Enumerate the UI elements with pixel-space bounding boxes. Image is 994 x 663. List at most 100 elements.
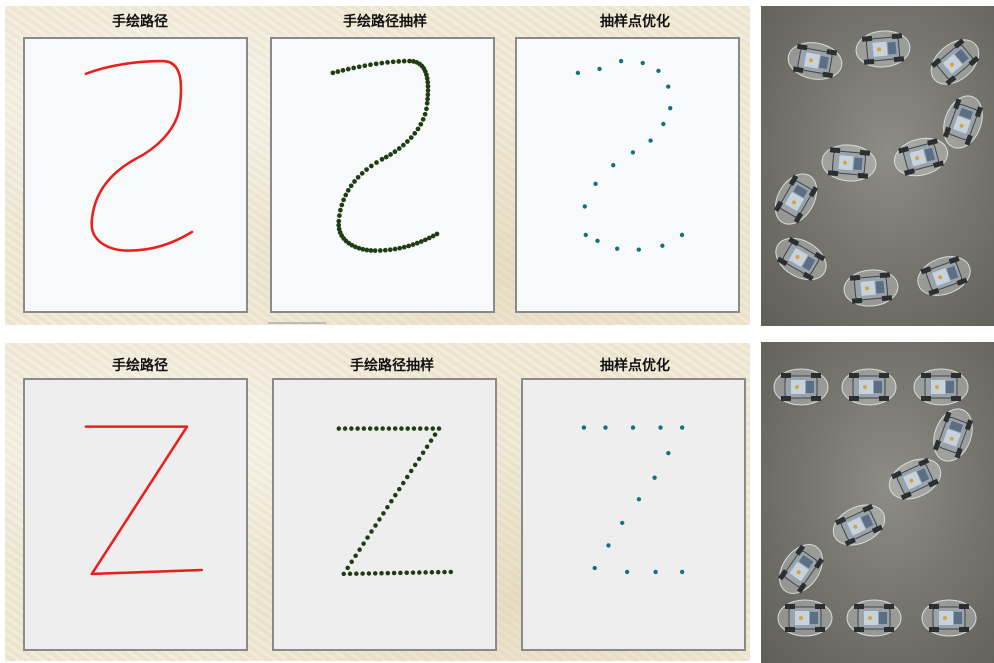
robots-s-formation	[761, 6, 994, 326]
s-optimized-point	[583, 204, 587, 208]
z-sample-point	[380, 426, 385, 431]
z-optimized-point	[680, 570, 684, 574]
bottom-hand-drawn-panel	[23, 378, 248, 651]
s-sample-point	[343, 193, 348, 198]
z-optimized-point	[582, 425, 586, 429]
s-optimized-point	[666, 84, 670, 88]
robot-icon	[855, 29, 912, 70]
s-sample-point	[337, 213, 342, 218]
z-sample-point	[387, 426, 392, 431]
top-robots-photo	[761, 6, 994, 326]
s-sample-point	[388, 247, 393, 252]
s-optimized-point	[593, 182, 597, 186]
s-sample-point	[383, 248, 388, 253]
z-optimized-point	[658, 425, 662, 429]
s-sample-point	[416, 127, 421, 132]
s-optimized-point	[615, 247, 619, 251]
s-sample-point	[380, 157, 385, 162]
z-sample-point	[401, 481, 406, 486]
s-sample-point	[402, 59, 407, 64]
top-optimized-panel	[515, 37, 740, 313]
z-optimized-point	[606, 543, 610, 547]
s-sample-point	[369, 164, 374, 169]
s-sample-point	[341, 198, 346, 203]
z-sample-point	[412, 426, 417, 431]
z-sample-point	[399, 426, 404, 431]
z-sample-point	[417, 457, 422, 462]
s-sample-point	[341, 68, 346, 73]
z-sample-point	[405, 426, 410, 431]
bottom-robots-photo	[761, 342, 994, 663]
z-sample-point	[392, 571, 397, 576]
robot-icon	[774, 369, 828, 405]
z-sample-point	[367, 571, 372, 576]
z-sample-point	[361, 541, 366, 546]
s-sample-point	[368, 62, 373, 67]
robot-icon	[821, 143, 878, 184]
robot-icon	[914, 369, 968, 405]
z-sample-point	[393, 493, 398, 498]
caption-remnant	[268, 322, 326, 324]
robot-icon	[923, 31, 988, 93]
z-optimized-point	[666, 451, 670, 455]
s-sample-point	[425, 101, 430, 106]
robot-icon	[847, 600, 901, 636]
z-sample-point	[368, 426, 373, 431]
s-optimized-point	[660, 244, 664, 248]
z-sample-point	[354, 571, 359, 576]
top-title-hand-drawn: 手绘路径	[30, 11, 250, 31]
robot-icon	[778, 600, 832, 636]
s-sample-point	[335, 69, 340, 74]
s-sample-point	[424, 107, 429, 112]
s-sample-point	[336, 219, 341, 224]
robot-icon	[767, 167, 825, 232]
s-optimized-point	[595, 239, 599, 243]
bottom-title-sampling: 手绘路径抽样	[282, 355, 502, 375]
robot-icon	[769, 230, 834, 288]
s-sample-point	[364, 167, 369, 172]
z-sample-point	[413, 463, 418, 468]
z-sample-point	[386, 571, 391, 576]
s-sample-point	[421, 117, 426, 122]
s-sample-point	[352, 179, 357, 184]
s-sample-point	[423, 112, 428, 117]
z-optimized-point	[680, 425, 684, 429]
s-optimized-point	[597, 67, 601, 71]
s-sample-point	[396, 59, 401, 64]
z-optimized-point	[593, 566, 597, 570]
z-hand-drawn-path	[86, 427, 202, 574]
s-sample-point	[409, 135, 414, 140]
bottom-sampling-panel	[272, 378, 497, 651]
z-sample-point	[397, 487, 402, 492]
s-optimized-point	[656, 69, 660, 73]
s-optimized-point	[619, 59, 623, 63]
z-sample-point	[355, 426, 360, 431]
s-sample-point	[418, 122, 423, 127]
s-sample-point	[391, 59, 396, 64]
z-sample-point	[393, 426, 398, 431]
s-sample-point	[397, 146, 402, 151]
s-sample-point	[357, 64, 362, 69]
s-sample-point	[419, 239, 424, 244]
s-sample-point	[331, 70, 336, 75]
z-sample-point	[430, 426, 435, 431]
s-sample-point	[426, 84, 431, 89]
s-optimized-point	[584, 233, 588, 237]
z-sample-point	[348, 572, 353, 577]
top-hand-drawn-panel	[23, 37, 248, 313]
s-sample-point	[406, 244, 411, 249]
s-sample-point	[346, 188, 351, 193]
z-sample-point	[411, 570, 416, 575]
bottom-hand-drawn-canvas	[25, 380, 246, 649]
z-sample-point	[349, 426, 354, 431]
s-sample-point	[338, 208, 343, 213]
z-sample-point	[357, 547, 362, 552]
s-sample-point	[425, 97, 430, 102]
s-sample-point	[339, 203, 344, 208]
z-sample-point	[373, 571, 378, 576]
s-sample-point	[435, 232, 440, 237]
s-sample-point	[362, 63, 367, 68]
robot-icon	[785, 39, 844, 84]
s-sample-point	[349, 183, 354, 188]
z-sample-point	[409, 469, 414, 474]
